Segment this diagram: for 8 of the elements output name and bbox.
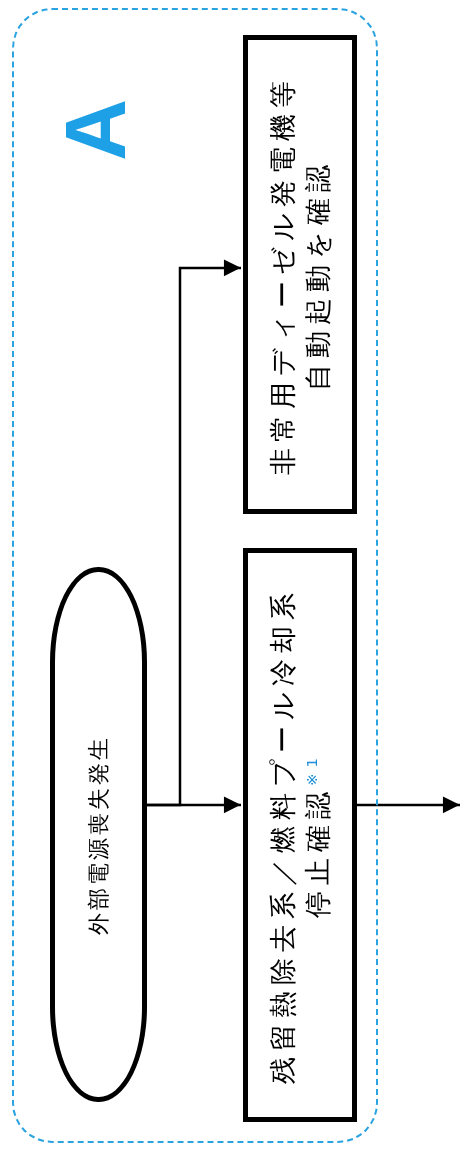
process-label: 外部電源喪失発生 xyxy=(84,733,112,937)
arrow xyxy=(355,796,460,814)
process-box xyxy=(243,35,357,514)
process-label: 非常用ディーゼル発電機等自動起動を確認 xyxy=(265,74,334,475)
arrow xyxy=(145,259,241,807)
process-box xyxy=(243,548,357,1122)
dashed-group-frame xyxy=(12,8,378,1143)
section-letter: A xyxy=(52,98,138,162)
